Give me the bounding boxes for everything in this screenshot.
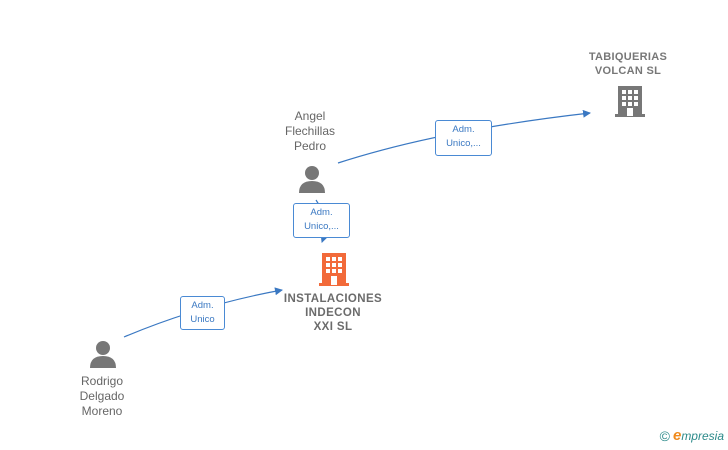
- node-label-instalaciones[interactable]: INSTALACIONES INDECON XXI SL: [283, 293, 383, 333]
- brand-name: mpresia: [681, 429, 724, 443]
- person-icon[interactable]: [297, 164, 327, 194]
- building-icon[interactable]: [614, 84, 646, 118]
- brand-logo-initial: e: [672, 427, 682, 444]
- edge-label-angel-instalaciones[interactable]: Adm. Unico,...: [293, 203, 350, 238]
- person-icon[interactable]: [88, 339, 118, 369]
- edge-label-rodrigo-instalaciones[interactable]: Adm. Unico: [180, 296, 225, 330]
- brand-watermark: © empresia: [660, 427, 724, 444]
- copyright-symbol: ©: [659, 427, 670, 444]
- building-icon[interactable]: [318, 251, 350, 287]
- edge-label-angel-tabiquerias[interactable]: Adm. Unico,...: [435, 120, 492, 156]
- node-label-angel[interactable]: Angel Flechillas Pedro: [284, 109, 335, 153]
- node-label-tabiquerias[interactable]: TABIQUERIAS VOLCAN SL: [588, 51, 668, 77]
- node-label-rodrigo[interactable]: Rodrigo Delgado Moreno: [79, 374, 125, 418]
